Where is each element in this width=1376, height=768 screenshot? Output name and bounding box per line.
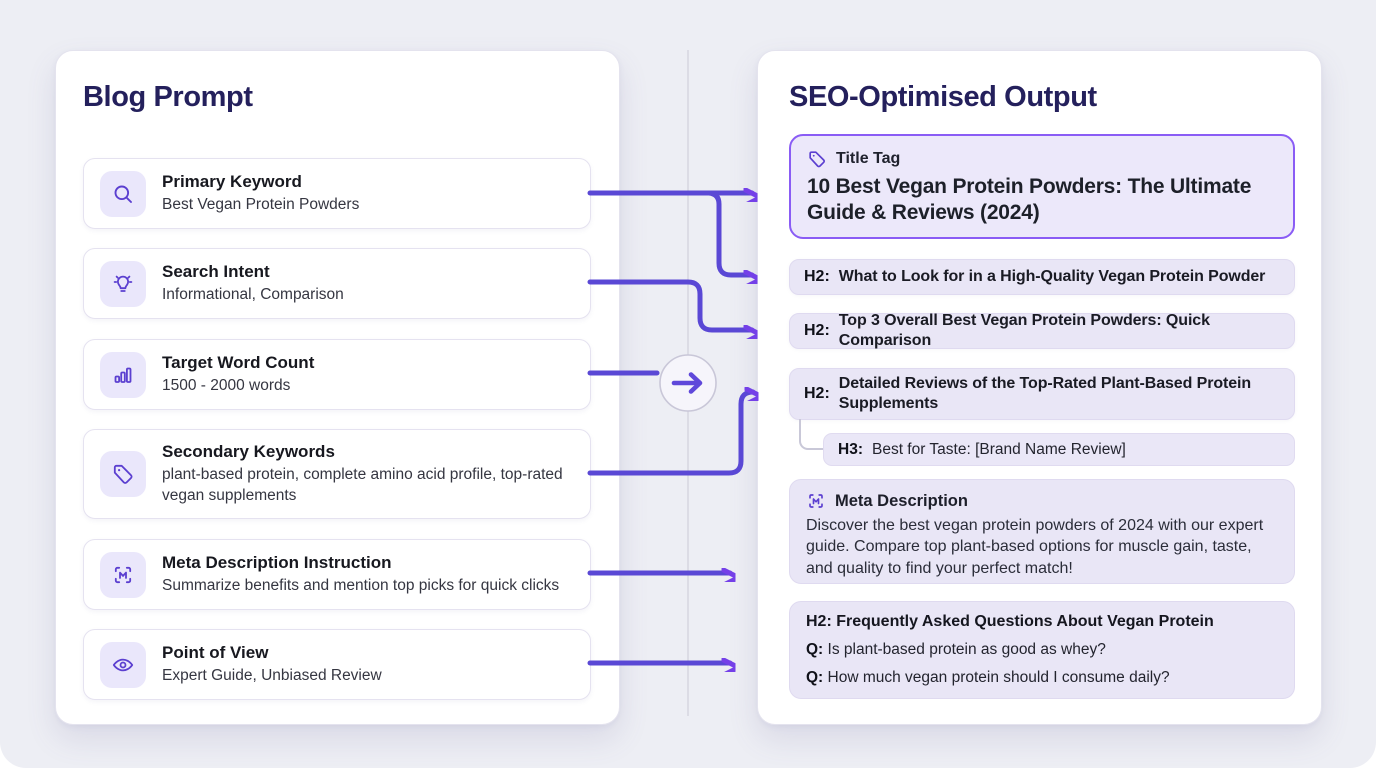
card-primary-keyword[interactable]: Primary Keyword Best Vegan Protein Powde… xyxy=(83,158,591,229)
title-tag-label: Title Tag xyxy=(836,150,901,167)
h3-tag: H3: xyxy=(838,440,863,458)
h2-row-2[interactable]: H2: Top 3 Overall Best Vegan Protein Pow… xyxy=(789,312,1295,349)
faq-question-2: Q: How much vegan protein should I consu… xyxy=(806,669,1170,686)
card-target-word-count[interactable]: Target Word Count 1500 - 2000 words xyxy=(83,339,591,410)
meta-description-text: Discover the best vegan protein powders … xyxy=(806,517,1264,577)
faq-block[interactable]: H2: Frequently Asked Questions About Veg… xyxy=(789,601,1295,699)
card-title: Point of View xyxy=(162,642,269,662)
h3-row[interactable]: H3: Best for Taste: [Brand Name Review] xyxy=(823,433,1295,466)
h2-text: Top 3 Overall Best Vegan Protein Powders… xyxy=(838,312,1210,349)
h2-row-1[interactable]: H2: What to Look for in a High-Quality V… xyxy=(789,259,1295,295)
card-title: Secondary Keywords xyxy=(162,442,335,462)
arrow-branch-to-h2-1 xyxy=(706,190,752,275)
bar-chart-icon xyxy=(100,351,146,398)
card-point-of-view[interactable]: Point of View Expert Guide, Unbiased Rev… xyxy=(83,629,591,700)
card-value: Best Vegan Protein Powders xyxy=(162,195,360,213)
h2-tag: H2: xyxy=(804,268,830,285)
tag-icon xyxy=(100,451,146,497)
faq-question-1: Q: Is plant-based protein as good as whe… xyxy=(806,641,1106,658)
card-value: 1500 - 2000 words xyxy=(162,376,291,394)
arrow-right-icon xyxy=(671,372,703,394)
seo-output-panel: SEO-Optimised Output Title Tag 10 Best V… xyxy=(757,50,1322,725)
card-title: Target Word Count xyxy=(162,352,315,372)
h2-tag: H2: xyxy=(804,322,830,339)
meta-frame-icon xyxy=(100,551,146,598)
meta-frame-icon xyxy=(806,491,826,511)
page-title-right: SEO-Optimised Output xyxy=(789,81,1097,113)
lightbulb-icon xyxy=(100,260,146,307)
card-title: Meta Description Instruction xyxy=(162,552,392,572)
page-title: Blog Prompt xyxy=(83,81,253,113)
h2-row-3[interactable]: H2: Detailed Reviews of the Top-Rated Pl… xyxy=(789,368,1295,420)
title-tag-card[interactable]: Title Tag 10 Best Vegan Protein Powders:… xyxy=(789,134,1295,239)
card-value: Summarize benefits and mention top picks… xyxy=(162,576,560,594)
h3-connector-line xyxy=(799,419,823,450)
h2-text: Detailed Reviews of the Top-Rated Plant-… xyxy=(838,375,1252,412)
search-icon xyxy=(100,170,146,217)
card-value: Informational, Comparison xyxy=(162,285,344,303)
card-search-intent[interactable]: Search Intent Informational, Comparison xyxy=(83,248,591,319)
title-tag-text: 10 Best Vegan Protein Powders: The Ultim… xyxy=(807,175,1252,225)
meta-description-label: Meta Description xyxy=(835,491,968,510)
card-secondary-keywords[interactable]: Secondary Keywords plant-based protein, … xyxy=(83,429,591,519)
eye-icon xyxy=(100,641,146,688)
h2-tag: H2: xyxy=(804,385,830,402)
h3-text: Best for Taste: [Brand Name Review] xyxy=(871,440,1126,458)
flow-hub-node xyxy=(659,354,717,412)
card-title: Primary Keyword xyxy=(162,171,302,191)
h2-text: What to Look for in a High-Quality Vegan… xyxy=(838,268,1266,286)
card-title: Search Intent xyxy=(162,261,270,281)
meta-description-block[interactable]: Meta Description Discover the best vegan… xyxy=(789,479,1295,584)
card-value: plant-based protein, complete amino acid… xyxy=(162,466,563,504)
faq-heading: H2: Frequently Asked Questions About Veg… xyxy=(806,613,1214,630)
card-meta-description-instruction[interactable]: Meta Description Instruction Summarize b… xyxy=(83,539,591,610)
tag-icon xyxy=(807,149,827,169)
blog-prompt-panel: Blog Prompt Primary Keyword Best Vegan P… xyxy=(55,50,620,725)
card-value: Expert Guide, Unbiased Review xyxy=(162,666,382,684)
